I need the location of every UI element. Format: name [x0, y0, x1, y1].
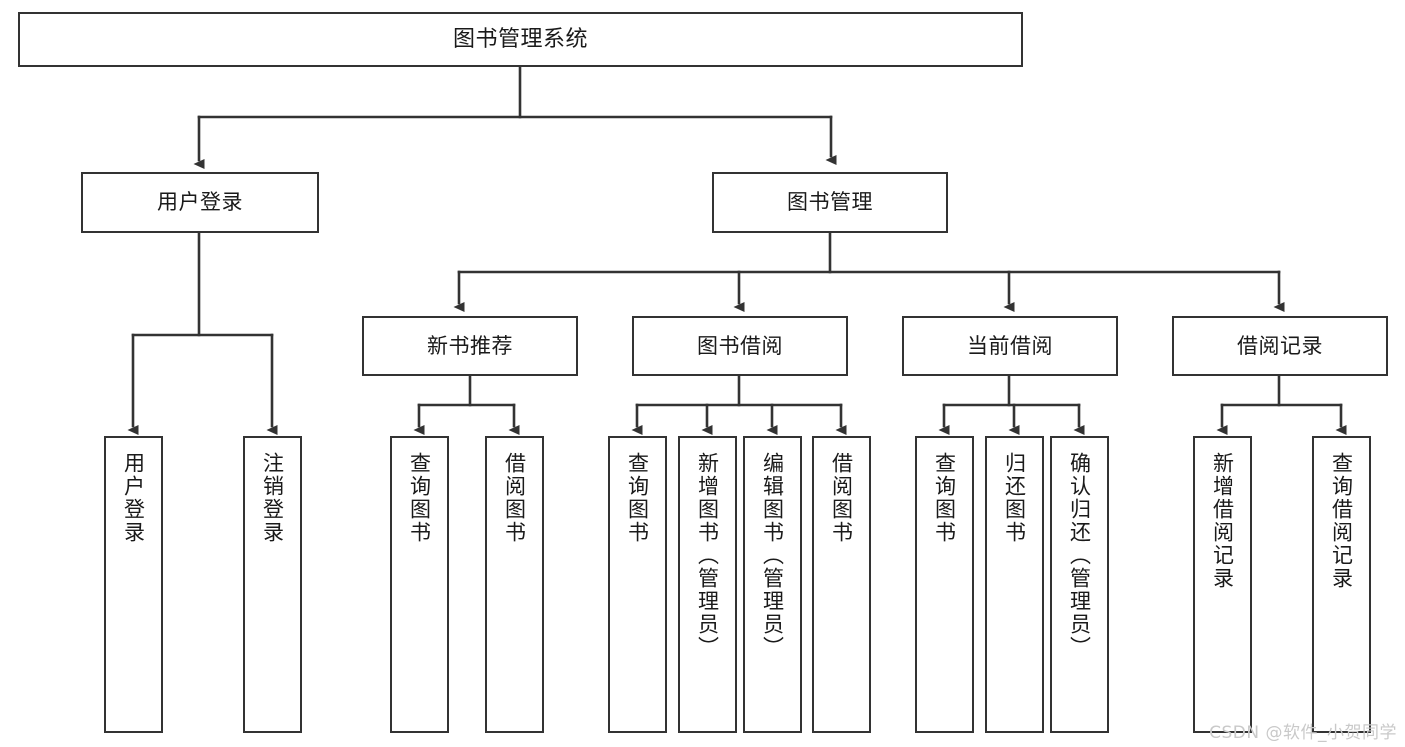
node-label: 注销登录	[260, 452, 285, 544]
node-new-book-recommend[interactable]: 新书推荐	[362, 316, 578, 376]
leaf-user-login-signin[interactable]: 用户登录	[104, 436, 163, 733]
node-book-management[interactable]: 图书管理	[712, 172, 948, 233]
node-label: 查询图书	[625, 452, 650, 544]
node-label: 新书推荐	[427, 333, 513, 358]
node-label: 编辑图书（管理员）	[760, 452, 785, 659]
node-label: 借阅图书	[829, 452, 854, 544]
node-label: 归还图书	[1002, 452, 1027, 544]
node-user-login[interactable]: 用户登录	[81, 172, 319, 233]
node-label: 图书管理	[787, 190, 873, 215]
leaf-book-borrow-borrow[interactable]: 借阅图书	[812, 436, 871, 733]
leaf-book-borrow-query[interactable]: 查询图书	[608, 436, 667, 733]
leaf-user-login-signout[interactable]: 注销登录	[243, 436, 302, 733]
node-label: 借阅图书	[502, 452, 527, 544]
node-label: 当前借阅	[967, 333, 1053, 358]
leaf-current-borrow-confirm-return[interactable]: 确认归还（管理员）	[1050, 436, 1109, 733]
node-label: 用户登录	[157, 190, 243, 215]
node-label: 图书借阅	[697, 333, 783, 358]
node-label: 查询图书	[407, 452, 432, 544]
node-label: 新增借阅记录	[1210, 452, 1235, 590]
leaf-book-borrow-edit[interactable]: 编辑图书（管理员）	[743, 436, 802, 733]
leaf-borrow-records-query[interactable]: 查询借阅记录	[1312, 436, 1371, 733]
node-borrow-records[interactable]: 借阅记录	[1172, 316, 1388, 376]
node-book-borrow[interactable]: 图书借阅	[632, 316, 848, 376]
leaf-new-book-borrow[interactable]: 借阅图书	[485, 436, 544, 733]
leaf-current-borrow-query[interactable]: 查询图书	[915, 436, 974, 733]
node-label: 借阅记录	[1237, 333, 1323, 358]
leaf-book-borrow-add[interactable]: 新增图书（管理员）	[678, 436, 737, 733]
node-label: 用户登录	[121, 452, 146, 544]
node-label: 查询图书	[932, 452, 957, 544]
leaf-current-borrow-return[interactable]: 归还图书	[985, 436, 1044, 733]
csdn-watermark: CSDN @软件_小贺同学	[1209, 723, 1397, 743]
node-label: 确认归还（管理员）	[1067, 452, 1092, 659]
node-label: 查询借阅记录	[1329, 452, 1354, 590]
node-label: 图书管理系统	[452, 26, 588, 52]
node-current-borrow[interactable]: 当前借阅	[902, 316, 1118, 376]
leaf-new-book-query[interactable]: 查询图书	[390, 436, 449, 733]
leaf-borrow-records-add[interactable]: 新增借阅记录	[1193, 436, 1252, 733]
node-root-system[interactable]: 图书管理系统	[18, 12, 1023, 67]
node-label: 新增图书（管理员）	[695, 452, 720, 659]
